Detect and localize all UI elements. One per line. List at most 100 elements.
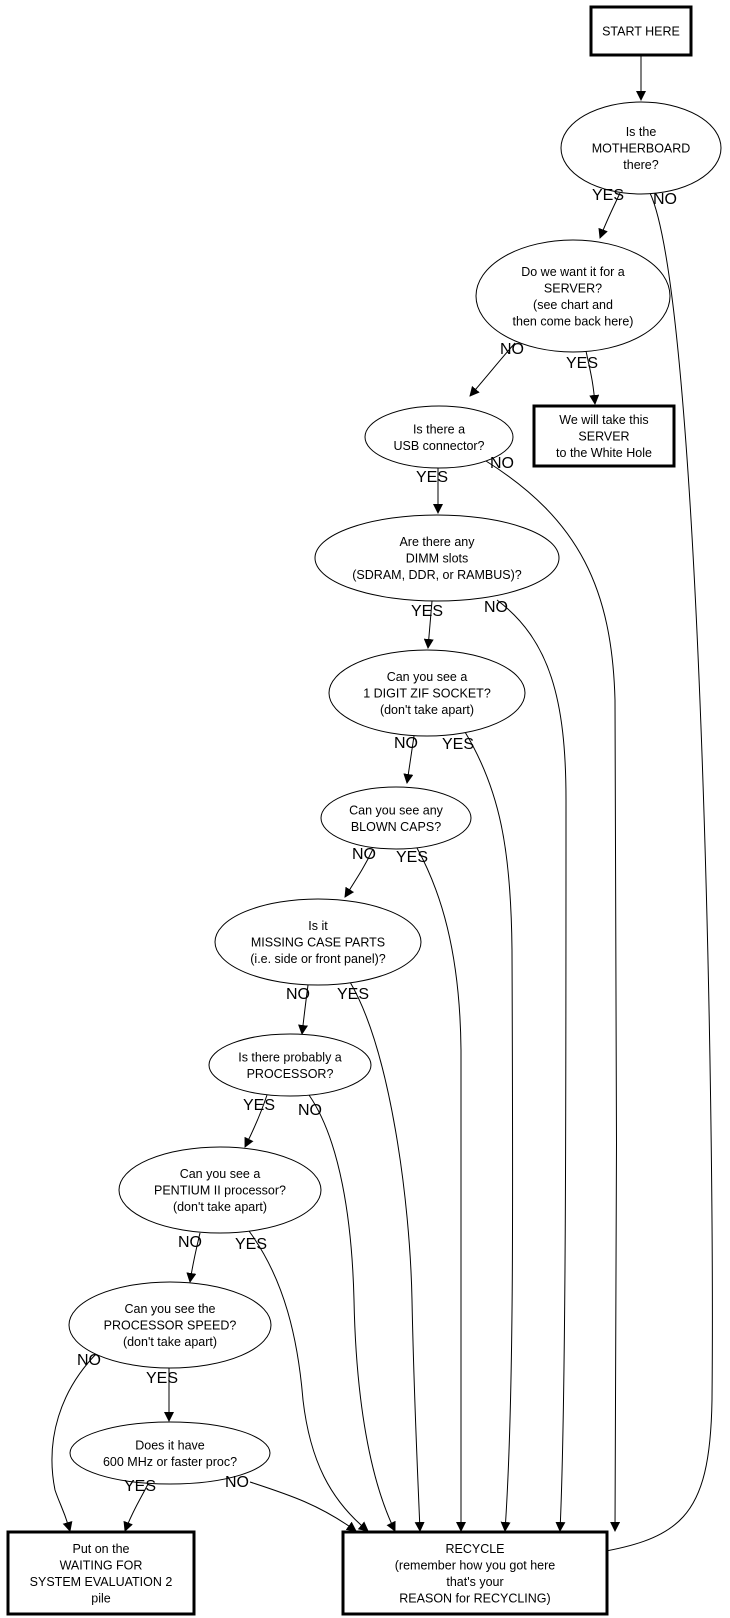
edge-processor-to-recycle: [308, 1094, 396, 1532]
node-text-line: Does it have: [135, 1438, 205, 1452]
edge-speed-to-waiting: [51, 1351, 99, 1532]
node-text-line: Are there any: [399, 535, 475, 549]
terminal-box: [6, 1530, 196, 1616]
edge-label-no: NO: [77, 1352, 101, 1369]
decision-ellipse: [560, 101, 722, 195]
node-text-line: Is it: [308, 919, 328, 933]
edge-label-yes: YES: [442, 736, 474, 753]
node-text-line: BLOWN CAPS?: [351, 820, 441, 834]
node-text-line: there?: [623, 158, 658, 172]
node-zif: Can you see a 1 DIGIT ZIF SOCKET? (don't t…: [328, 649, 526, 737]
decision-ellipse: [118, 1146, 322, 1234]
edge-label-yes: YES: [243, 1097, 275, 1114]
node-text-line: (i.e. side or front panel)?: [250, 952, 386, 966]
edge-dimm-to-zif: [423, 600, 434, 649]
edge-label-no: NO: [484, 599, 508, 616]
decision-ellipse: [68, 1281, 272, 1369]
node-text-line: MISSING CASE PARTS: [251, 936, 385, 950]
terminal-box: [589, 5, 693, 57]
node-text-line: (don't take apart): [380, 703, 474, 717]
decision-ellipse: [320, 786, 472, 850]
edge-label-yes: YES: [566, 355, 598, 372]
node-text-line: We will take this: [559, 413, 648, 427]
node-text-line: SYSTEM EVALUATION 2: [30, 1575, 173, 1589]
decision-ellipse: [475, 239, 671, 353]
node-text-line: PENTIUM II processor?: [154, 1184, 286, 1198]
terminal-box: [532, 404, 676, 468]
edge-zif-to-caps: [403, 735, 415, 784]
edge-label-no: NO: [394, 735, 418, 752]
node-text-line: that's your: [446, 1575, 503, 1589]
node-text-line: START HERE: [602, 25, 680, 39]
edge-pentium-to-speed: [186, 1232, 201, 1283]
edge-label-yes: YES: [124, 1478, 156, 1495]
node-text-line: WAITING FOR: [60, 1558, 143, 1572]
edge-caps-to-case: [344, 848, 374, 898]
edge-label-no: NO: [352, 846, 376, 863]
node-text-line: Can you see a: [387, 670, 468, 684]
edge-label-yes: YES: [411, 603, 443, 620]
edge-label-no: NO: [286, 986, 310, 1003]
node-text-line: Put on the: [73, 1542, 130, 1556]
node-text-line: MOTHERBOARD: [592, 142, 691, 156]
edge-label-no: NO: [490, 455, 514, 472]
node-text-line: DIMM slots: [406, 552, 469, 566]
edge-label-yes: YES: [592, 187, 624, 204]
edge-case-to-recycle: [349, 981, 425, 1532]
decision-ellipse: [69, 1421, 271, 1485]
edge-zif-to-recycle: [464, 731, 514, 1532]
node-pentium: Can you see a PENTIUM II processor? (don't…: [118, 1146, 322, 1234]
edge-processor-to-pentium: [244, 1094, 268, 1148]
edge-label-yes: YES: [235, 1236, 267, 1253]
node-text-line: (SDRAM, DDR, or RAMBUS)?: [352, 568, 522, 582]
edge-caps-to-recycle: [416, 847, 466, 1532]
edge-label-no: NO: [653, 191, 677, 208]
node-text-line: 600 MHz or faster proc?: [103, 1455, 237, 1469]
node-mhz: Does it have 600 MHz or faster proc?: [69, 1421, 271, 1485]
node-text-line: pile: [91, 1591, 111, 1605]
edge-label-yes: YES: [396, 849, 428, 866]
node-text-line: (see chart and: [533, 298, 613, 312]
node-text-line: (don't take apart): [173, 1200, 267, 1214]
edge-server-to-white_hole: [585, 350, 600, 405]
edge-label-yes: YES: [337, 986, 369, 1003]
node-text-line: 1 DIGIT ZIF SOCKET?: [363, 687, 491, 701]
node-text-line: Is the: [626, 125, 657, 139]
node-text-line: Can you see the: [124, 1302, 215, 1316]
decision-ellipse: [214, 898, 422, 986]
node-text-line: PROCESSOR?: [247, 1067, 334, 1081]
node-text-line: SERVER: [578, 430, 629, 444]
node-text-line: to the White Hole: [556, 446, 652, 460]
edge-motherboard-to-recycle: [582, 192, 713, 1559]
node-text-line: then come back here): [513, 314, 634, 328]
edge-label-no: NO: [178, 1234, 202, 1251]
node-text-line: RECYCLE: [445, 1542, 504, 1556]
node-text-line: Do we want it for a: [521, 265, 625, 279]
terminal-box: [341, 1530, 609, 1616]
node-recycle: RECYCLE (remember how you got here that's …: [341, 1530, 609, 1616]
node-text-line: Is there a: [413, 422, 465, 436]
node-text-line: Can you see a: [180, 1167, 261, 1181]
node-text-line: Can you see any: [349, 803, 444, 817]
node-text-line: SERVER?: [544, 281, 602, 295]
decision-ellipse: [364, 405, 514, 469]
edge-label-yes: YES: [146, 1370, 178, 1387]
node-text-line: (remember how you got here: [395, 1558, 556, 1572]
edge-mhz-to-recycle: [249, 1481, 357, 1532]
decision-ellipse: [314, 514, 560, 602]
edge-case-to-processor: [298, 984, 309, 1035]
edge-pentium-to-recycle: [248, 1230, 369, 1532]
node-case: Is it MISSING CASE PARTS (i.e. side or fro…: [214, 898, 422, 986]
node-text-line: REASON for RECYCLING): [399, 1591, 550, 1605]
edge-label-yes: YES: [416, 469, 448, 486]
decision-ellipse: [208, 1033, 372, 1097]
